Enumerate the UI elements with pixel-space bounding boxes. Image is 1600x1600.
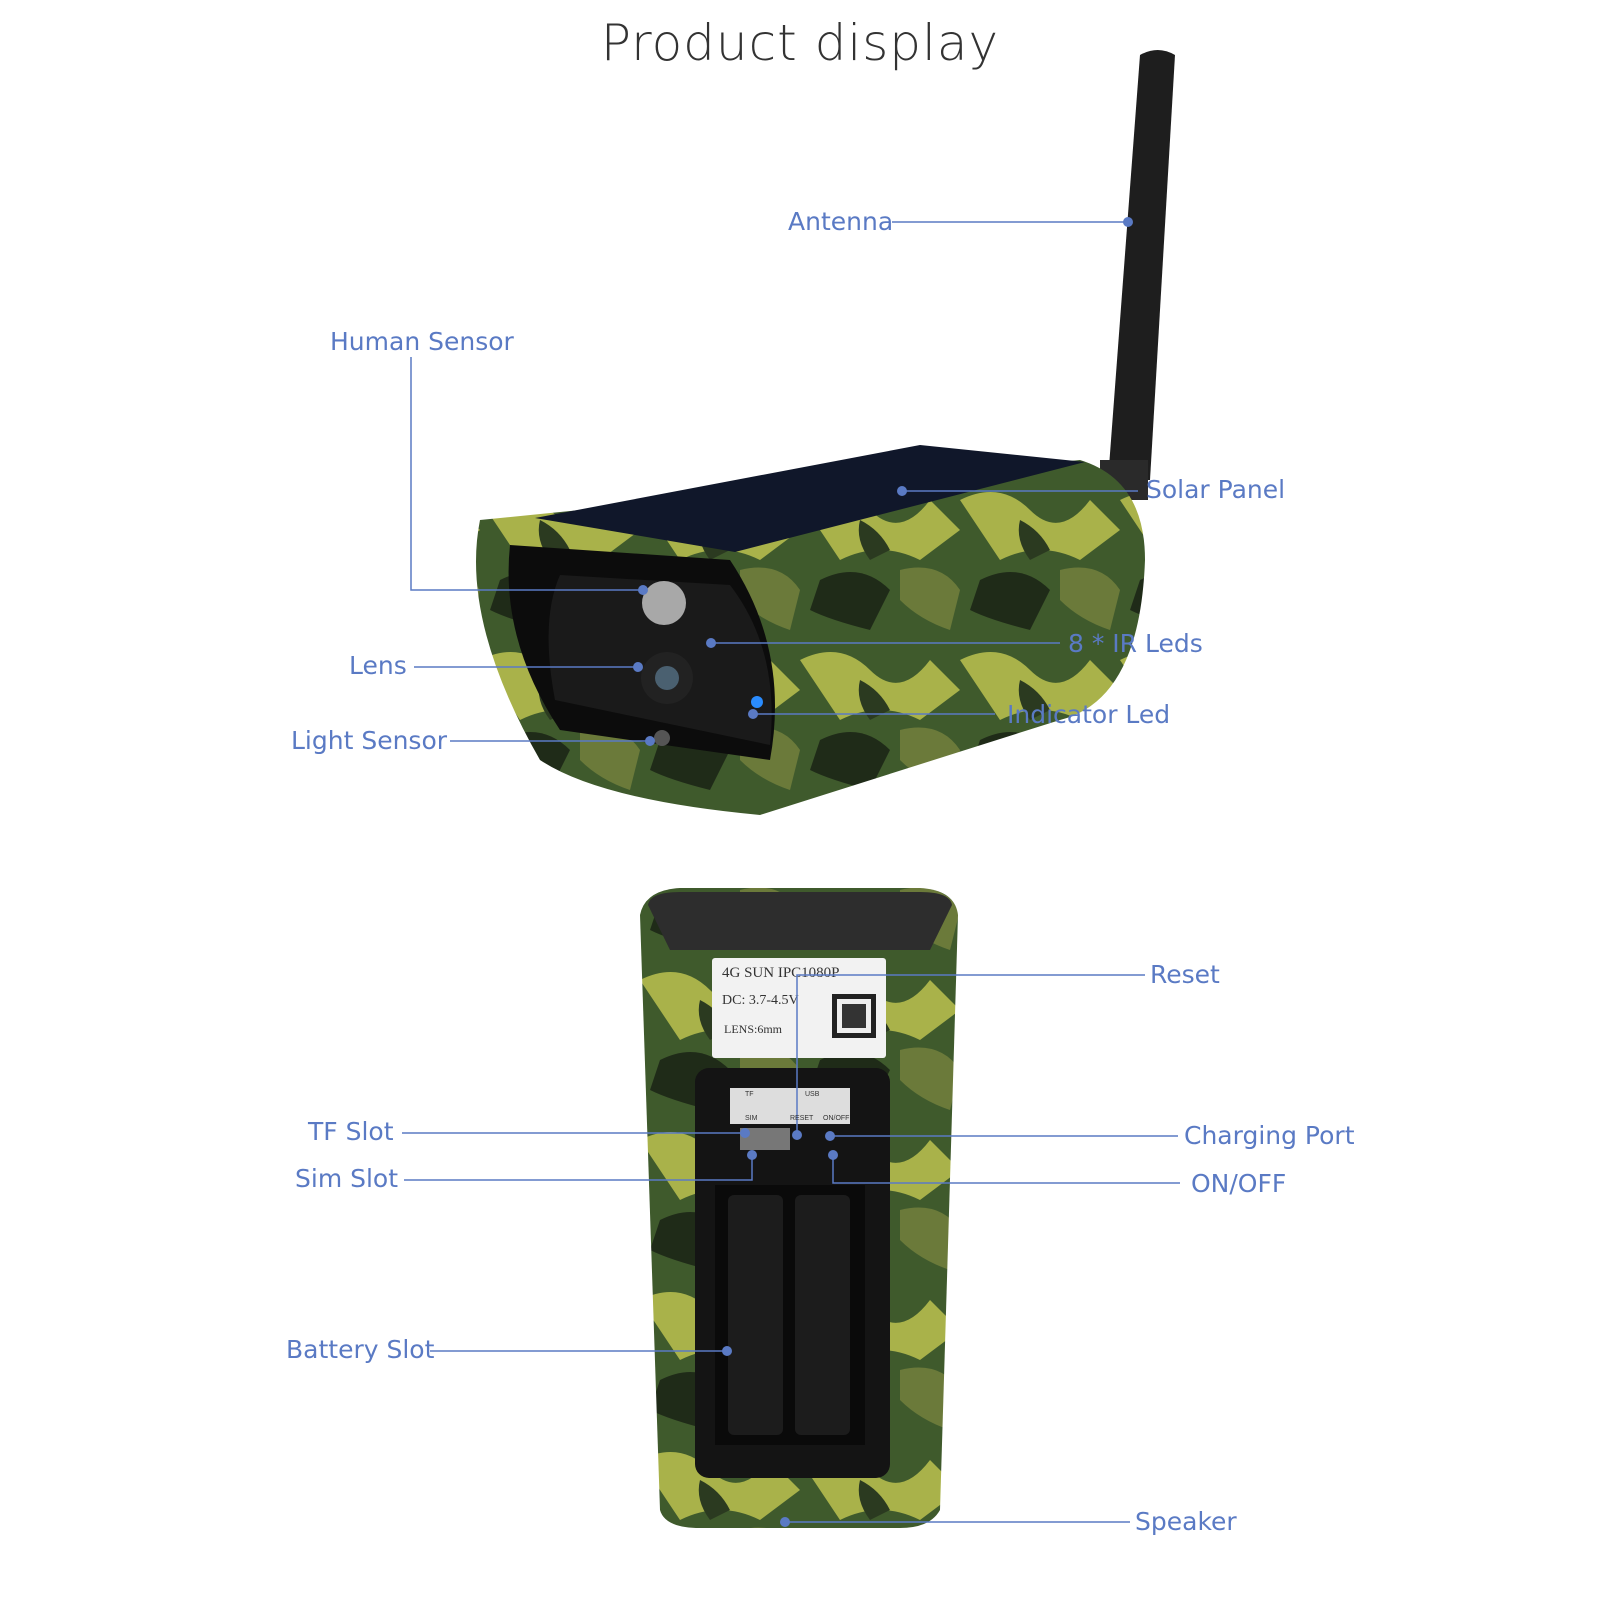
- port-label: TF: [745, 1091, 754, 1098]
- battery-left: [728, 1195, 783, 1435]
- label-charging-port: Charging Port: [1184, 1121, 1355, 1150]
- label-battery-slot: Battery Slot: [286, 1335, 435, 1364]
- label-on-off: ON/OFF: [1191, 1169, 1287, 1198]
- label-speaker: Speaker: [1135, 1507, 1237, 1536]
- port-panel: [730, 1088, 850, 1124]
- label-lens: Lens: [349, 651, 407, 680]
- human-sensor: [642, 581, 686, 625]
- label-indicator-led: Indicator Led: [1007, 700, 1171, 729]
- label-reset: Reset: [1150, 960, 1220, 989]
- sticker-lens: LENS:6mm: [724, 1022, 783, 1036]
- label-antenna: Antenna: [788, 207, 894, 236]
- indicator-led: [751, 696, 763, 708]
- page-title: Product display: [600, 14, 1000, 72]
- callout-dots: [633, 217, 1133, 1527]
- sticker-dc: DC: 3.7-4.5V: [722, 993, 799, 1008]
- port-label: USB: [805, 1091, 820, 1098]
- sticker-model: 4G SUN IPC1080P: [722, 965, 840, 981]
- port-label: SIM: [745, 1115, 758, 1122]
- label-solar-panel: Solar Panel: [1146, 475, 1286, 504]
- camera-body: [476, 445, 1145, 815]
- antenna: [1100, 50, 1175, 500]
- port-label: RESET: [790, 1115, 814, 1122]
- label-ir-leds: 8 * IR Leds: [1068, 629, 1203, 658]
- label-sim-slot: Sim Slot: [295, 1164, 399, 1193]
- battery-right: [795, 1195, 850, 1435]
- label-tf-slot: TF Slot: [308, 1117, 394, 1146]
- light-sensor: [654, 730, 670, 746]
- camera-bottom-view: 4G SUN IPC1080P DC: 3.7-4.5V LENS:6mm: [640, 888, 958, 1528]
- label-light-sensor: Light Sensor: [291, 726, 448, 755]
- leader-lines: [402, 221, 1180, 1523]
- solar-panel: [535, 445, 1085, 552]
- label-human-sensor: Human Sensor: [330, 327, 514, 356]
- port-label: ON/OFF: [823, 1115, 849, 1122]
